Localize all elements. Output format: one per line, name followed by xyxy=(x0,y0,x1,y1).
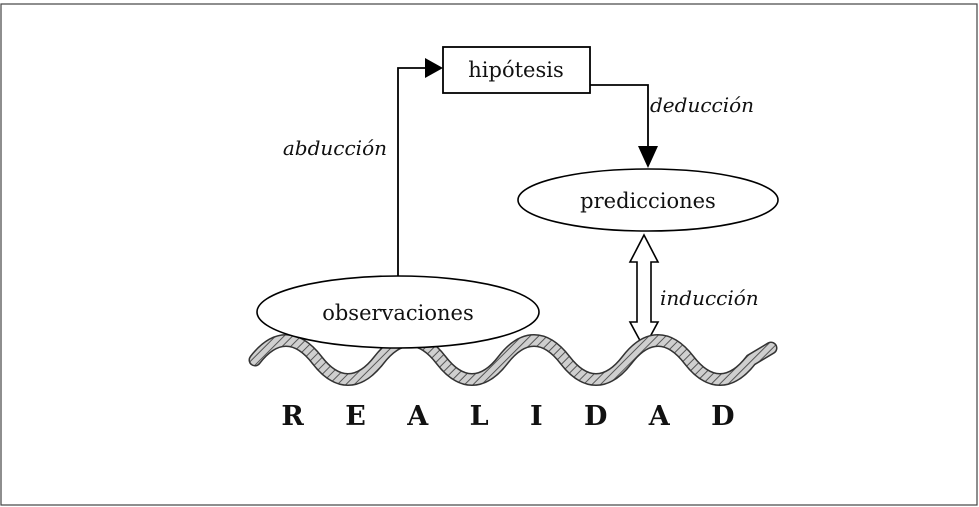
induction-double-arrow xyxy=(628,233,660,350)
deduction-arrow xyxy=(590,84,649,148)
abduction-arrow xyxy=(397,67,428,278)
deduction-label: deducción xyxy=(650,93,754,117)
abduction-label: abducción xyxy=(283,136,387,160)
reality-label: R E A L I D A D xyxy=(281,401,750,432)
induction-label: inducción xyxy=(660,286,759,310)
predictions-label: predicciones xyxy=(580,189,716,213)
reality-wave xyxy=(250,335,776,385)
observations-label: observaciones xyxy=(322,301,474,325)
hypothesis-box xyxy=(442,46,591,94)
predictions-ellipse xyxy=(517,168,779,232)
deduction-arrowhead xyxy=(638,146,658,168)
hypothesis-label: hipótesis xyxy=(468,58,563,82)
outer-border xyxy=(0,3,978,506)
observations-ellipse xyxy=(256,275,540,349)
abduction-arrowhead xyxy=(425,58,443,78)
